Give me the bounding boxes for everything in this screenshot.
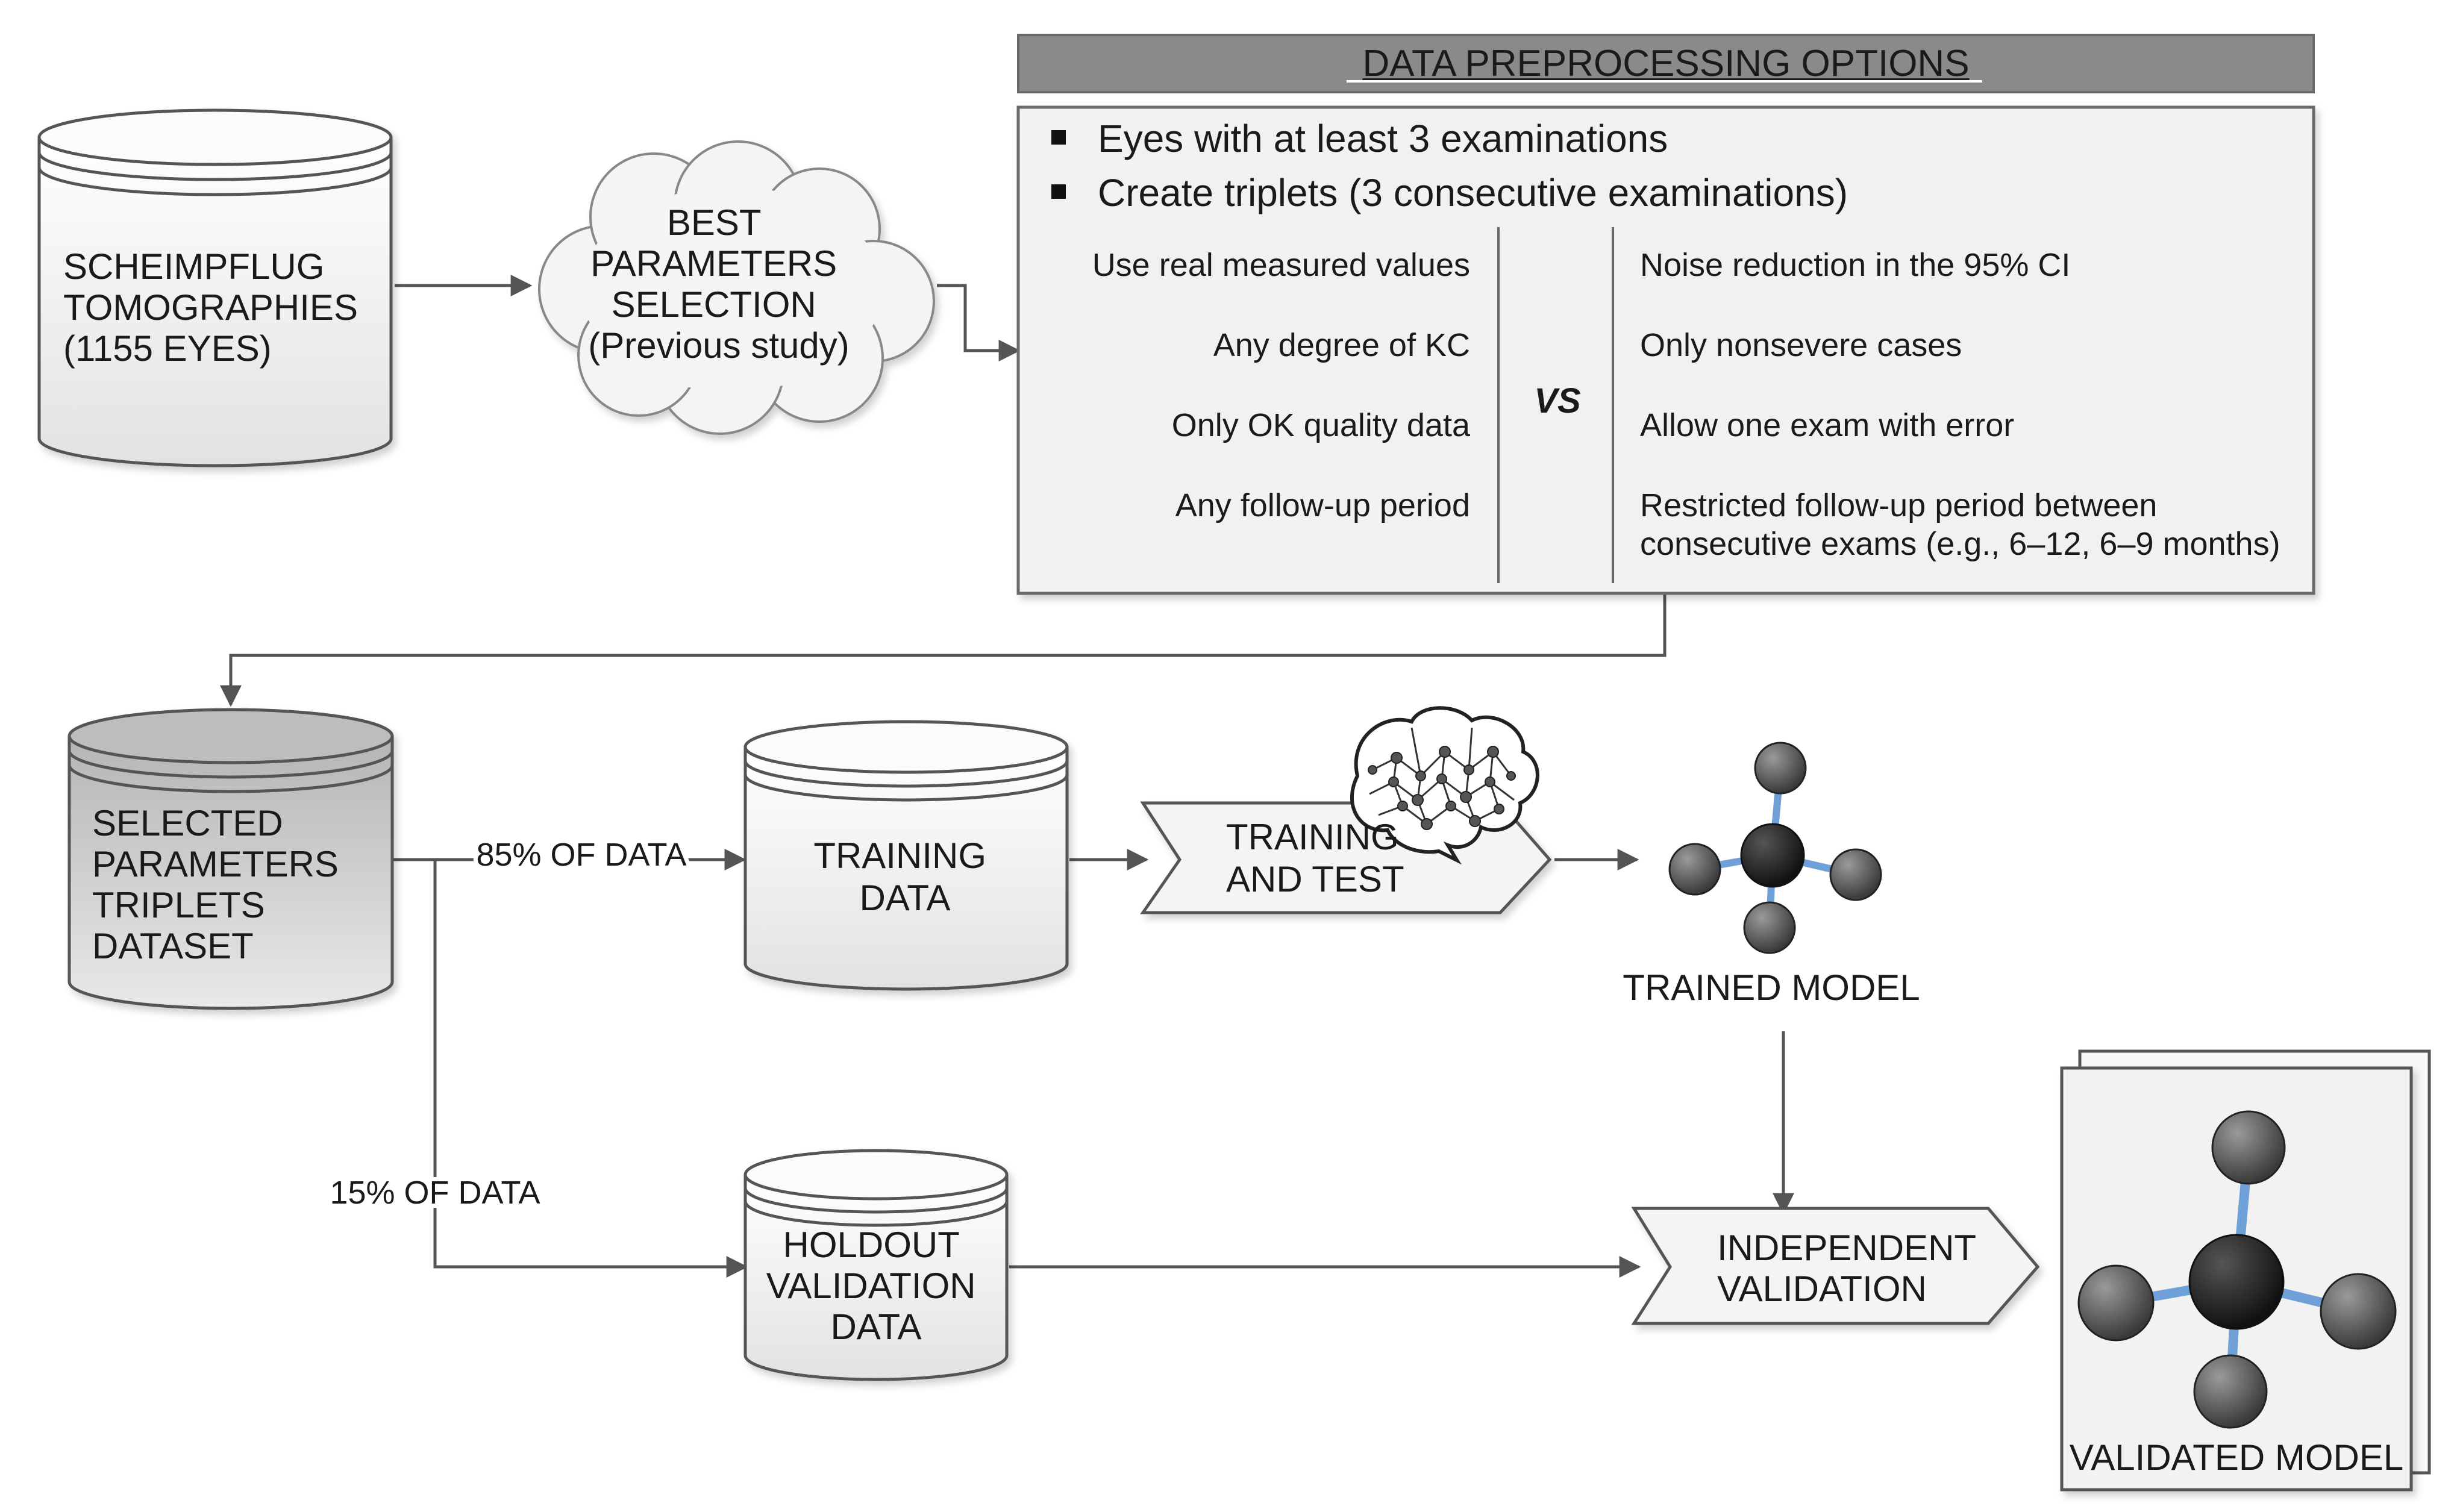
right-option-2: Only nonsevere cases <box>1640 327 1962 363</box>
preprocessing-panel: DATA PREPROCESSING OPTIONS Eyes with at … <box>1016 34 2315 595</box>
left-option-4: Any follow-up period <box>1175 487 1470 523</box>
source-database <box>37 108 393 467</box>
vs-label: VS <box>1534 381 1581 420</box>
right-option-1: Noise reduction in the 95% CI <box>1640 247 2070 283</box>
preprocessing-body <box>1016 105 2315 595</box>
selected-database <box>67 708 394 1010</box>
left-option-3: Only OK quality data <box>1172 407 1471 443</box>
arrow-cloud-to-panel <box>937 284 1021 361</box>
left-option-2: Any degree of KC <box>1213 327 1470 363</box>
validated-model-label: VALIDATED MODEL <box>2070 1437 2404 1478</box>
arrow-15-split <box>433 860 748 1278</box>
holdout-database <box>743 1149 1009 1381</box>
preprocessing-header <box>1017 34 2315 93</box>
validated-model-molecule-icon <box>2077 1110 2397 1429</box>
bullet-marker <box>1051 184 1066 199</box>
edge-label-15: 15% OF DATA <box>330 1175 540 1211</box>
source-database-label: SCHEIMPFLUG TOMOGRAPHIES (1155 EYES) <box>63 246 368 369</box>
best-parameters-cloud <box>538 140 935 435</box>
best-parameters-label: BEST PARAMETERS SELECTION (Previous stud… <box>588 202 849 366</box>
trained-model-label: TRAINED MODEL <box>1623 967 1920 1008</box>
bullet-1: Eyes with at least 3 examinations <box>1098 117 1668 160</box>
connectors <box>220 275 1794 1278</box>
bullet-marker <box>1051 130 1066 145</box>
bullet-2: Create triplets (3 consecutive examinati… <box>1098 171 1848 214</box>
training-database <box>743 720 1069 991</box>
right-option-3: Allow one exam with error <box>1640 407 2014 443</box>
validation-step-label: INDEPENDENT VALIDATION <box>1717 1228 1986 1309</box>
left-option-1: Use real measured values <box>1092 247 1470 283</box>
trained-model-molecule-icon <box>1668 742 1882 954</box>
training-database-label: TRAINING DATA <box>813 836 996 918</box>
selected-database-label: SELECTED PARAMETERS TRIPLETS DATASET <box>92 803 349 966</box>
arrow-panel-to-selected <box>220 593 1667 707</box>
brain-icon <box>1350 706 1539 865</box>
validation-step-shape <box>1631 1207 2040 1325</box>
holdout-database-label: HOLDOUT VALIDATION DATA <box>766 1225 986 1347</box>
edge-label-85: 85% OF DATA <box>476 837 686 873</box>
right-option-4: Restricted follow-up period between cons… <box>1640 487 2280 562</box>
training-step-label: TRAINING AND TEST <box>1226 817 1409 899</box>
preprocessing-title: DATA PREPROCESSING OPTIONS <box>1362 43 1969 84</box>
